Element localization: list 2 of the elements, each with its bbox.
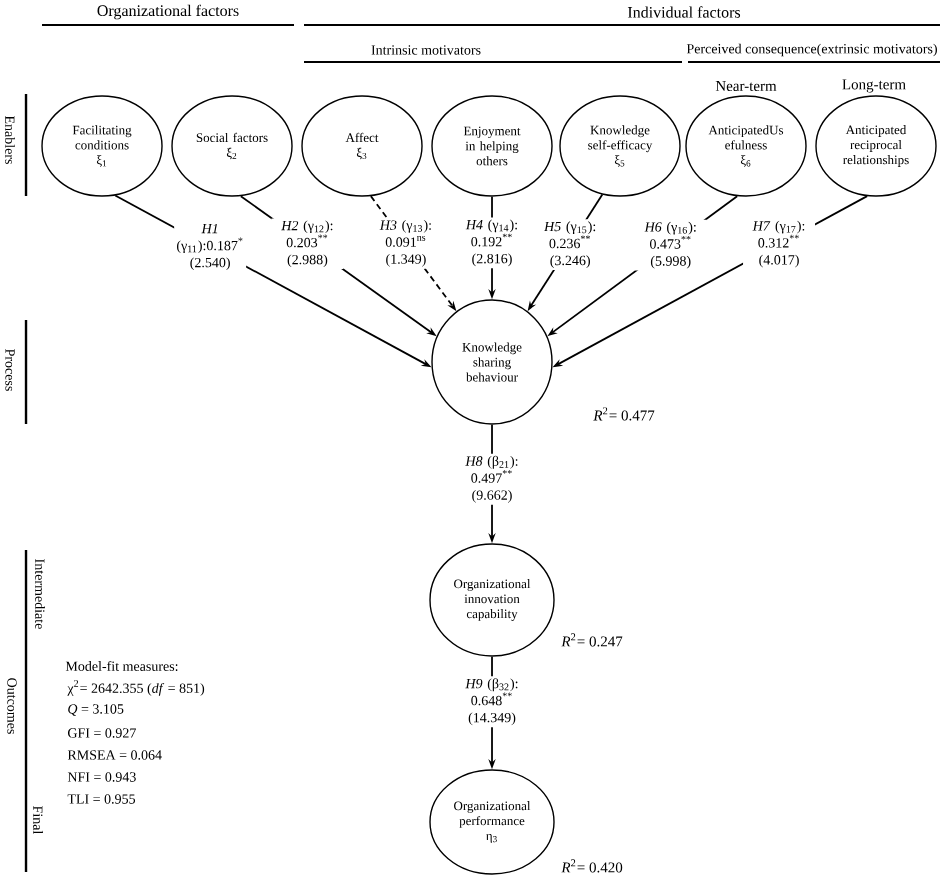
group-heading: Individual factors (627, 6, 741, 18)
group-heading: Organizational factors (97, 4, 239, 20)
